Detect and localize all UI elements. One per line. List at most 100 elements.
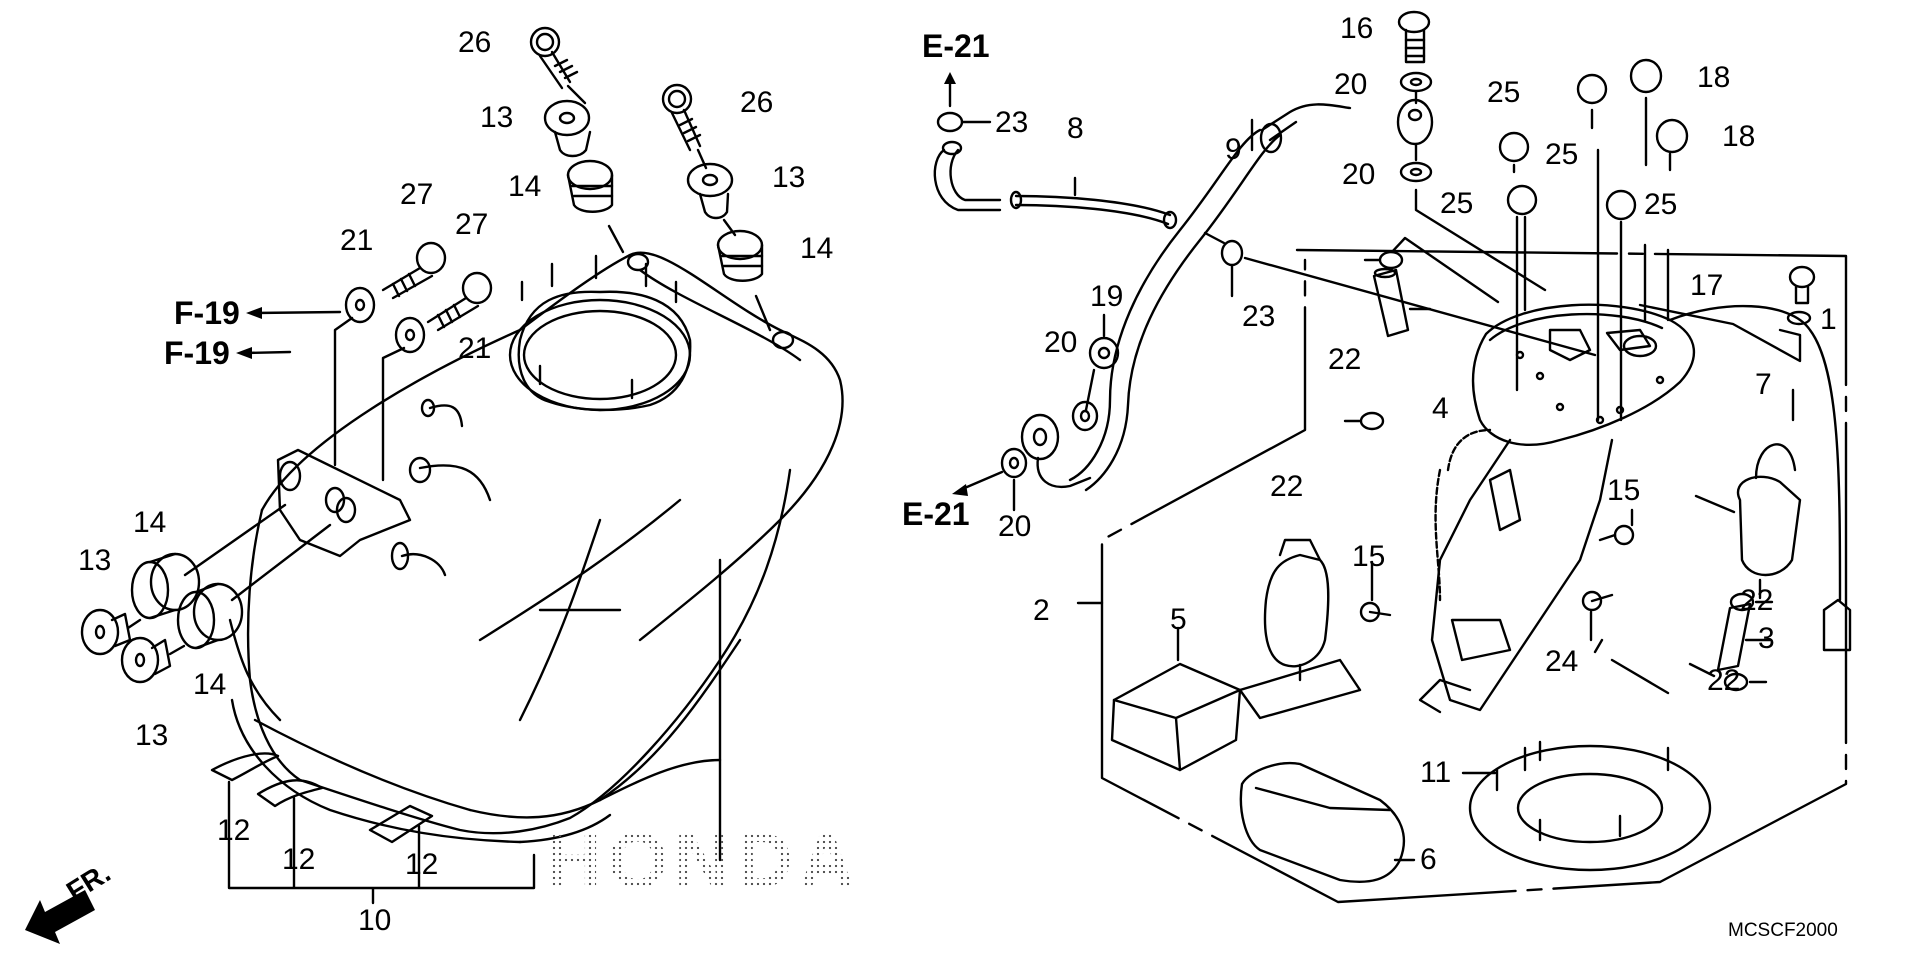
sender-connector [1822, 598, 1852, 652]
callout-25[interactable]: 25 [1440, 187, 1474, 220]
hose-e21-elbow [933, 140, 1002, 212]
drawing-code: MCSCF2000 [1728, 920, 1838, 941]
callout-18[interactable]: 18 [1697, 61, 1731, 94]
pressure-regulator-7 [1736, 388, 1802, 600]
grommet-14-side-lower [176, 523, 332, 650]
bolt-27-upper [381, 241, 447, 300]
callout-14[interactable]: 14 [193, 668, 227, 701]
callout-8[interactable]: 8 [1067, 112, 1084, 145]
clamp-23-top [936, 72, 992, 133]
callout-12[interactable]: 12 [282, 843, 316, 876]
callout-2[interactable]: 2 [1033, 594, 1050, 627]
clamps-22 [1343, 236, 1774, 692]
sender-wire [1668, 304, 1842, 602]
callout-15[interactable]: 15 [1607, 474, 1641, 507]
honda-watermark: HONDA [545, 816, 861, 904]
callout-16[interactable]: 16 [1340, 12, 1374, 45]
bracket-line-10 [227, 780, 536, 905]
pump-bracket [1418, 438, 1614, 714]
reference-f19-lower[interactable]: F-19 [164, 335, 230, 371]
callout-3[interactable]: 3 [1758, 622, 1775, 655]
front-arrow-shape [25, 890, 95, 944]
reference-e21-top[interactable]: E-21 [922, 28, 990, 64]
fuel-filter-5 [1110, 626, 1242, 772]
callout-12[interactable]: 12 [217, 814, 251, 847]
reference-f19-upper[interactable]: F-19 [174, 295, 240, 331]
callout-25[interactable]: 25 [1644, 188, 1678, 221]
callout-23[interactable]: 23 [1242, 300, 1276, 333]
collar-13-side-upper [80, 608, 142, 656]
callout-12[interactable]: 12 [405, 848, 439, 881]
emblem-stickers-12 [210, 752, 434, 844]
reference-e21-mid[interactable]: E-21 [902, 496, 970, 532]
callout-11[interactable]: 11 [1420, 756, 1452, 789]
hose-4 [1372, 267, 1432, 338]
fuel-feed-hose-9 [1068, 103, 1352, 492]
callout-22[interactable]: 22 [1270, 470, 1304, 503]
nuts-18 [1629, 58, 1689, 322]
lock-ring-11 [1461, 740, 1712, 872]
nuts-25 [1498, 73, 1637, 422]
callout-14[interactable]: 14 [508, 170, 542, 203]
hose-3 [1716, 602, 1772, 672]
grommet-14-side-upper [130, 503, 287, 620]
callout-22[interactable]: 22 [1740, 584, 1774, 617]
callout-15[interactable]: 15 [1352, 540, 1386, 573]
callout-13[interactable]: 13 [772, 161, 806, 194]
callout-22[interactable]: 22 [1328, 343, 1362, 376]
callout-14[interactable]: 14 [800, 232, 834, 265]
callout-17[interactable]: 17 [1690, 269, 1724, 302]
callout-5[interactable]: 5 [1170, 603, 1187, 636]
leader-24 [1589, 610, 1670, 695]
callout-4[interactable]: 4 [1432, 392, 1449, 425]
clamp-23-mid [1203, 231, 1597, 357]
washer-21-upper [333, 286, 376, 467]
callout-6[interactable]: 6 [1420, 843, 1437, 876]
callout-20[interactable]: 20 [1342, 158, 1376, 191]
callout-27[interactable]: 27 [400, 178, 434, 211]
pump-wire-harness [1434, 428, 1492, 602]
grommet-14-left [566, 159, 625, 254]
callout-21[interactable]: 21 [340, 224, 374, 257]
callout-7[interactable]: 7 [1755, 368, 1772, 401]
callout-10[interactable]: 10 [358, 904, 392, 937]
callout-18[interactable]: 18 [1722, 120, 1756, 153]
callout-21[interactable]: 21 [458, 332, 492, 365]
banjo-fitting-bottom [1020, 413, 1092, 489]
fuel-tank-drawing [228, 251, 844, 862]
callout-26[interactable]: 26 [740, 86, 774, 119]
hose-8 [1009, 176, 1178, 230]
callout-9[interactable]: 9 [1225, 133, 1242, 166]
callout-26[interactable]: 26 [458, 26, 492, 59]
callout-1[interactable]: 1 [1820, 303, 1837, 336]
pump-cover-6 [1239, 761, 1416, 883]
assembly-outline-2 [1100, 248, 1848, 904]
callout-23[interactable]: 23 [995, 106, 1029, 139]
callout-14[interactable]: 14 [133, 506, 167, 539]
callout-20[interactable]: 20 [998, 510, 1032, 543]
callout-20[interactable]: 20 [1334, 68, 1368, 101]
collar-13-right [686, 162, 737, 237]
callout-19[interactable]: 19 [1090, 280, 1124, 313]
collar-13-left [543, 99, 592, 158]
screw-16 [1397, 10, 1431, 64]
callout-24[interactable]: 24 [1545, 645, 1579, 678]
collar-13-side-lower [120, 636, 186, 684]
callout-25[interactable]: 25 [1487, 76, 1521, 109]
callout-20[interactable]: 20 [1044, 326, 1078, 359]
callout-22[interactable]: 22 [1707, 664, 1741, 697]
banjo-fitting-top [1396, 98, 1434, 146]
bolt-26-right [661, 83, 708, 170]
nut-19-and-washers-20 [952, 313, 1120, 512]
callout-13[interactable]: 13 [78, 544, 112, 577]
callout-13[interactable]: 13 [135, 719, 169, 752]
callout-13[interactable]: 13 [480, 101, 514, 134]
callout-27[interactable]: 27 [455, 208, 489, 241]
washers-20-top [1399, 71, 1547, 292]
bolt-17-washer-1 [1638, 265, 1816, 363]
grommet-14-right [716, 229, 772, 332]
callout-25[interactable]: 25 [1545, 138, 1579, 171]
fuel-pump-motor [1238, 538, 1362, 720]
